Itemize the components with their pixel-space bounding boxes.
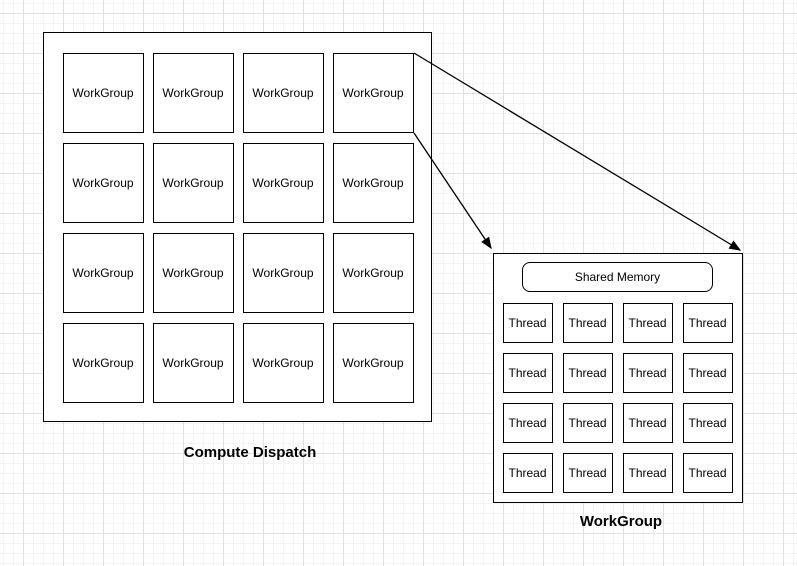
- workgroup-cell: WorkGroup: [242, 142, 324, 223]
- compute-dispatch-box: WorkGroup WorkGroup WorkGroup WorkGroup …: [43, 32, 432, 422]
- workgroup-cell: WorkGroup: [62, 322, 144, 403]
- workgroup-cell: WorkGroup: [152, 322, 234, 403]
- thread-cell: Thread: [562, 452, 613, 493]
- workgroup-title: WorkGroup: [579, 513, 663, 530]
- workgroup-cell: WorkGroup: [332, 232, 414, 313]
- workgroup-cell: WorkGroup: [62, 142, 144, 223]
- shared-memory-box: Shared Memory: [522, 262, 713, 292]
- workgroup-cell: WorkGroup: [332, 322, 414, 403]
- workgroup-cell: WorkGroup: [152, 52, 234, 133]
- workgroup-detail-box: Shared Memory Thread Thread Thread Threa…: [493, 253, 743, 503]
- workgroup-cell: WorkGroup: [332, 142, 414, 223]
- thread-cell: Thread: [682, 352, 733, 393]
- thread-cell: Thread: [502, 352, 553, 393]
- workgroup-cell: WorkGroup: [152, 232, 234, 313]
- thread-cell: Thread: [562, 402, 613, 443]
- workgroup-cell: WorkGroup: [62, 52, 144, 133]
- thread-cell: Thread: [622, 352, 673, 393]
- thread-cell: Thread: [682, 402, 733, 443]
- thread-cell: Thread: [622, 302, 673, 343]
- thread-cell: Thread: [562, 302, 613, 343]
- compute-dispatch-title: Compute Dispatch: [183, 444, 317, 461]
- thread-cell: Thread: [682, 302, 733, 343]
- thread-cell: Thread: [562, 352, 613, 393]
- workgroup-cell: WorkGroup: [242, 232, 324, 313]
- thread-cell: Thread: [502, 452, 553, 493]
- workgroup-cell: WorkGroup: [152, 142, 234, 223]
- workgroup-cell: WorkGroup: [62, 232, 144, 313]
- thread-grid: Thread Thread Thread Thread Thread Threa…: [502, 302, 733, 493]
- workgroup-cell-arrow-source: WorkGroup: [332, 52, 414, 133]
- arrow-dispatch-to-workgroup-right: [413, 52, 742, 251]
- workgroup-cell: WorkGroup: [242, 322, 324, 403]
- thread-cell: Thread: [622, 452, 673, 493]
- thread-cell: Thread: [502, 402, 553, 443]
- thread-cell: Thread: [622, 402, 673, 443]
- thread-cell: Thread: [502, 302, 553, 343]
- thread-cell: Thread: [682, 452, 733, 493]
- workgroup-cell: WorkGroup: [242, 52, 324, 133]
